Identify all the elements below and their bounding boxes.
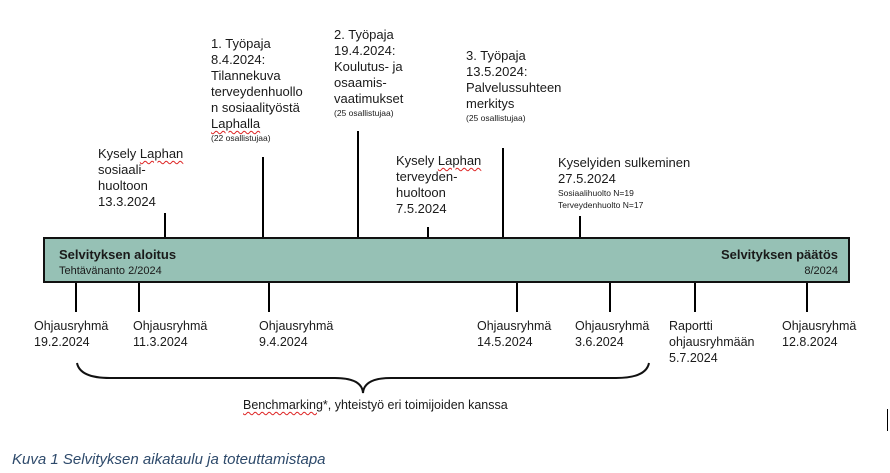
figure-caption: Kuva 1 Selvityksen aikataulu ja toteutta…: [12, 451, 326, 468]
label-line: 8.4.2024:: [211, 52, 266, 67]
label-line: 9.4.2024: [259, 335, 308, 349]
participant-count: (25 osallistujaa): [334, 108, 394, 118]
label-line: Raportti: [669, 319, 713, 333]
label-line: 1. Työpaja: [211, 36, 271, 51]
label-line: 19.2.2024: [34, 335, 90, 349]
label-line: n sosiaalityöstä: [211, 100, 300, 115]
label-line: terveydenhuollo: [211, 84, 303, 99]
brace-label-rest: *, yhteistyö eri toimijoiden kanssa: [322, 398, 508, 412]
label-line: Ohjausryhmä: [782, 319, 857, 333]
label-line: huoltoon: [98, 178, 148, 193]
label-line: 2. Työpaja: [334, 27, 394, 42]
tick-ohjausryhma-2: [138, 283, 140, 312]
label-line: 19.4.2024:: [334, 43, 396, 58]
event-ohjausryhma-5: Ohjausryhmä 3.6.2024: [575, 318, 649, 350]
brace-label-word: Benchmarking: [243, 398, 323, 412]
event-tyopaja-3: 3. Työpaja 13.5.2024: Palvelussuhteen me…: [466, 48, 561, 124]
timeline-bar: Selvityksen aloitus Tehtävänanto 2/2024 …: [43, 237, 850, 283]
label-line: Kyselyiden sulkeminen: [558, 155, 691, 170]
label-line: Ohjausryhmä: [133, 319, 208, 333]
tick-tyopaja-2: [357, 131, 359, 237]
tick-ohjausryhma-3: [268, 283, 270, 312]
event-ohjausryhma-6: Ohjausryhmä 12.8.2024: [782, 318, 856, 350]
curly-brace: [76, 362, 650, 394]
label-line: Tilannekuva: [211, 68, 281, 83]
label-line: Ohjausryhmä: [477, 319, 552, 333]
event-ohjausryhma-3: Ohjausryhmä 9.4.2024: [259, 318, 333, 350]
tick-raportti: [694, 283, 696, 312]
end-title: Selvityksen päätös: [720, 247, 838, 262]
label-line: merkitys: [466, 96, 515, 111]
start-subtitle: Tehtävänanto 2/2024: [59, 265, 162, 277]
label-line: Koulutus- ja: [334, 59, 403, 74]
event-kysely-sosiaalihuolto: Kysely Laphan sosiaali- huoltoon 13.3.20…: [98, 146, 184, 209]
event-ohjausryhma-2: Ohjausryhmä 11.3.2024: [133, 318, 207, 350]
event-ohjausryhma-1: Ohjausryhmä 19.2.2024: [34, 318, 108, 350]
tick-ohjausryhma-1: [75, 283, 77, 312]
tick-kysely-sosiaalihuolto: [164, 213, 166, 237]
label-line: huoltoon: [396, 185, 446, 200]
spellcheck-word: Laphan: [139, 146, 184, 161]
label-line: osaamis-: [334, 75, 387, 90]
event-kyselyiden-sulkeminen: Kyselyiden sulkeminen 27.5.2024 Sosiaali…: [558, 155, 690, 211]
tick-tyopaja-1: [262, 157, 264, 237]
event-tyopaja-1: 1. Työpaja 8.4.2024: Tilannekuva terveyd…: [211, 36, 303, 144]
event-ohjausryhma-4: Ohjausryhmä 14.5.2024: [477, 318, 551, 350]
label-line: 13.5.2024:: [466, 64, 528, 79]
label-line: 13.3.2024: [98, 194, 156, 209]
participant-count: (22 osallistujaa): [211, 133, 271, 143]
tick-tyopaja-3: [502, 148, 504, 237]
text-cursor: [887, 409, 888, 431]
spellcheck-word: Laphan: [437, 153, 482, 168]
brace-label: Benchmarking*, yhteistyö eri toimijoiden…: [243, 397, 508, 413]
event-kysely-terveydenhuolto: Kysely Laphan terveyden- huoltoon 7.5.20…: [396, 153, 482, 216]
label-line: terveyden-: [396, 169, 458, 184]
label-line: 27.5.2024: [558, 171, 616, 186]
label-line: Laphalla: [211, 116, 261, 131]
tick-ohjausryhma-5: [609, 283, 611, 312]
label-line: 3.6.2024: [575, 335, 624, 349]
tick-kysely-terveydenhuolto: [427, 227, 429, 237]
response-count: Sosiaalihuolto N=19: [558, 188, 634, 198]
tick-kyselyiden-sulkeminen: [579, 216, 581, 237]
label-line: vaatimukset: [334, 91, 404, 106]
label-line: 11.3.2024: [133, 335, 188, 349]
label-line: Palvelussuhteen: [466, 80, 562, 95]
label-line: Ohjausryhmä: [34, 319, 109, 333]
end-subtitle: 8/2024: [804, 265, 838, 277]
label-line: sosiaali-: [98, 162, 146, 177]
response-count: Terveydenhuolto N=17: [558, 200, 644, 210]
label-line: Ohjausryhmä: [259, 319, 334, 333]
event-tyopaja-2: 2. Työpaja 19.4.2024: Koulutus- ja osaam…: [334, 27, 403, 119]
tick-ohjausryhma-6: [806, 283, 808, 312]
label-line: ohjausryhmään: [669, 335, 755, 349]
label-line: 14.5.2024: [477, 335, 533, 349]
tick-ohjausryhma-4: [516, 283, 518, 312]
label-line: Ohjausryhmä: [575, 319, 650, 333]
label-line: 5.7.2024: [669, 351, 718, 365]
start-title: Selvityksen aloitus: [59, 247, 177, 262]
event-raportti: Raportti ohjausryhmään 5.7.2024: [669, 318, 754, 366]
label-line: 7.5.2024: [396, 201, 447, 216]
label-line: 3. Työpaja: [466, 48, 526, 63]
label-line: 12.8.2024: [782, 335, 838, 349]
participant-count: (25 osallistujaa): [466, 113, 526, 123]
